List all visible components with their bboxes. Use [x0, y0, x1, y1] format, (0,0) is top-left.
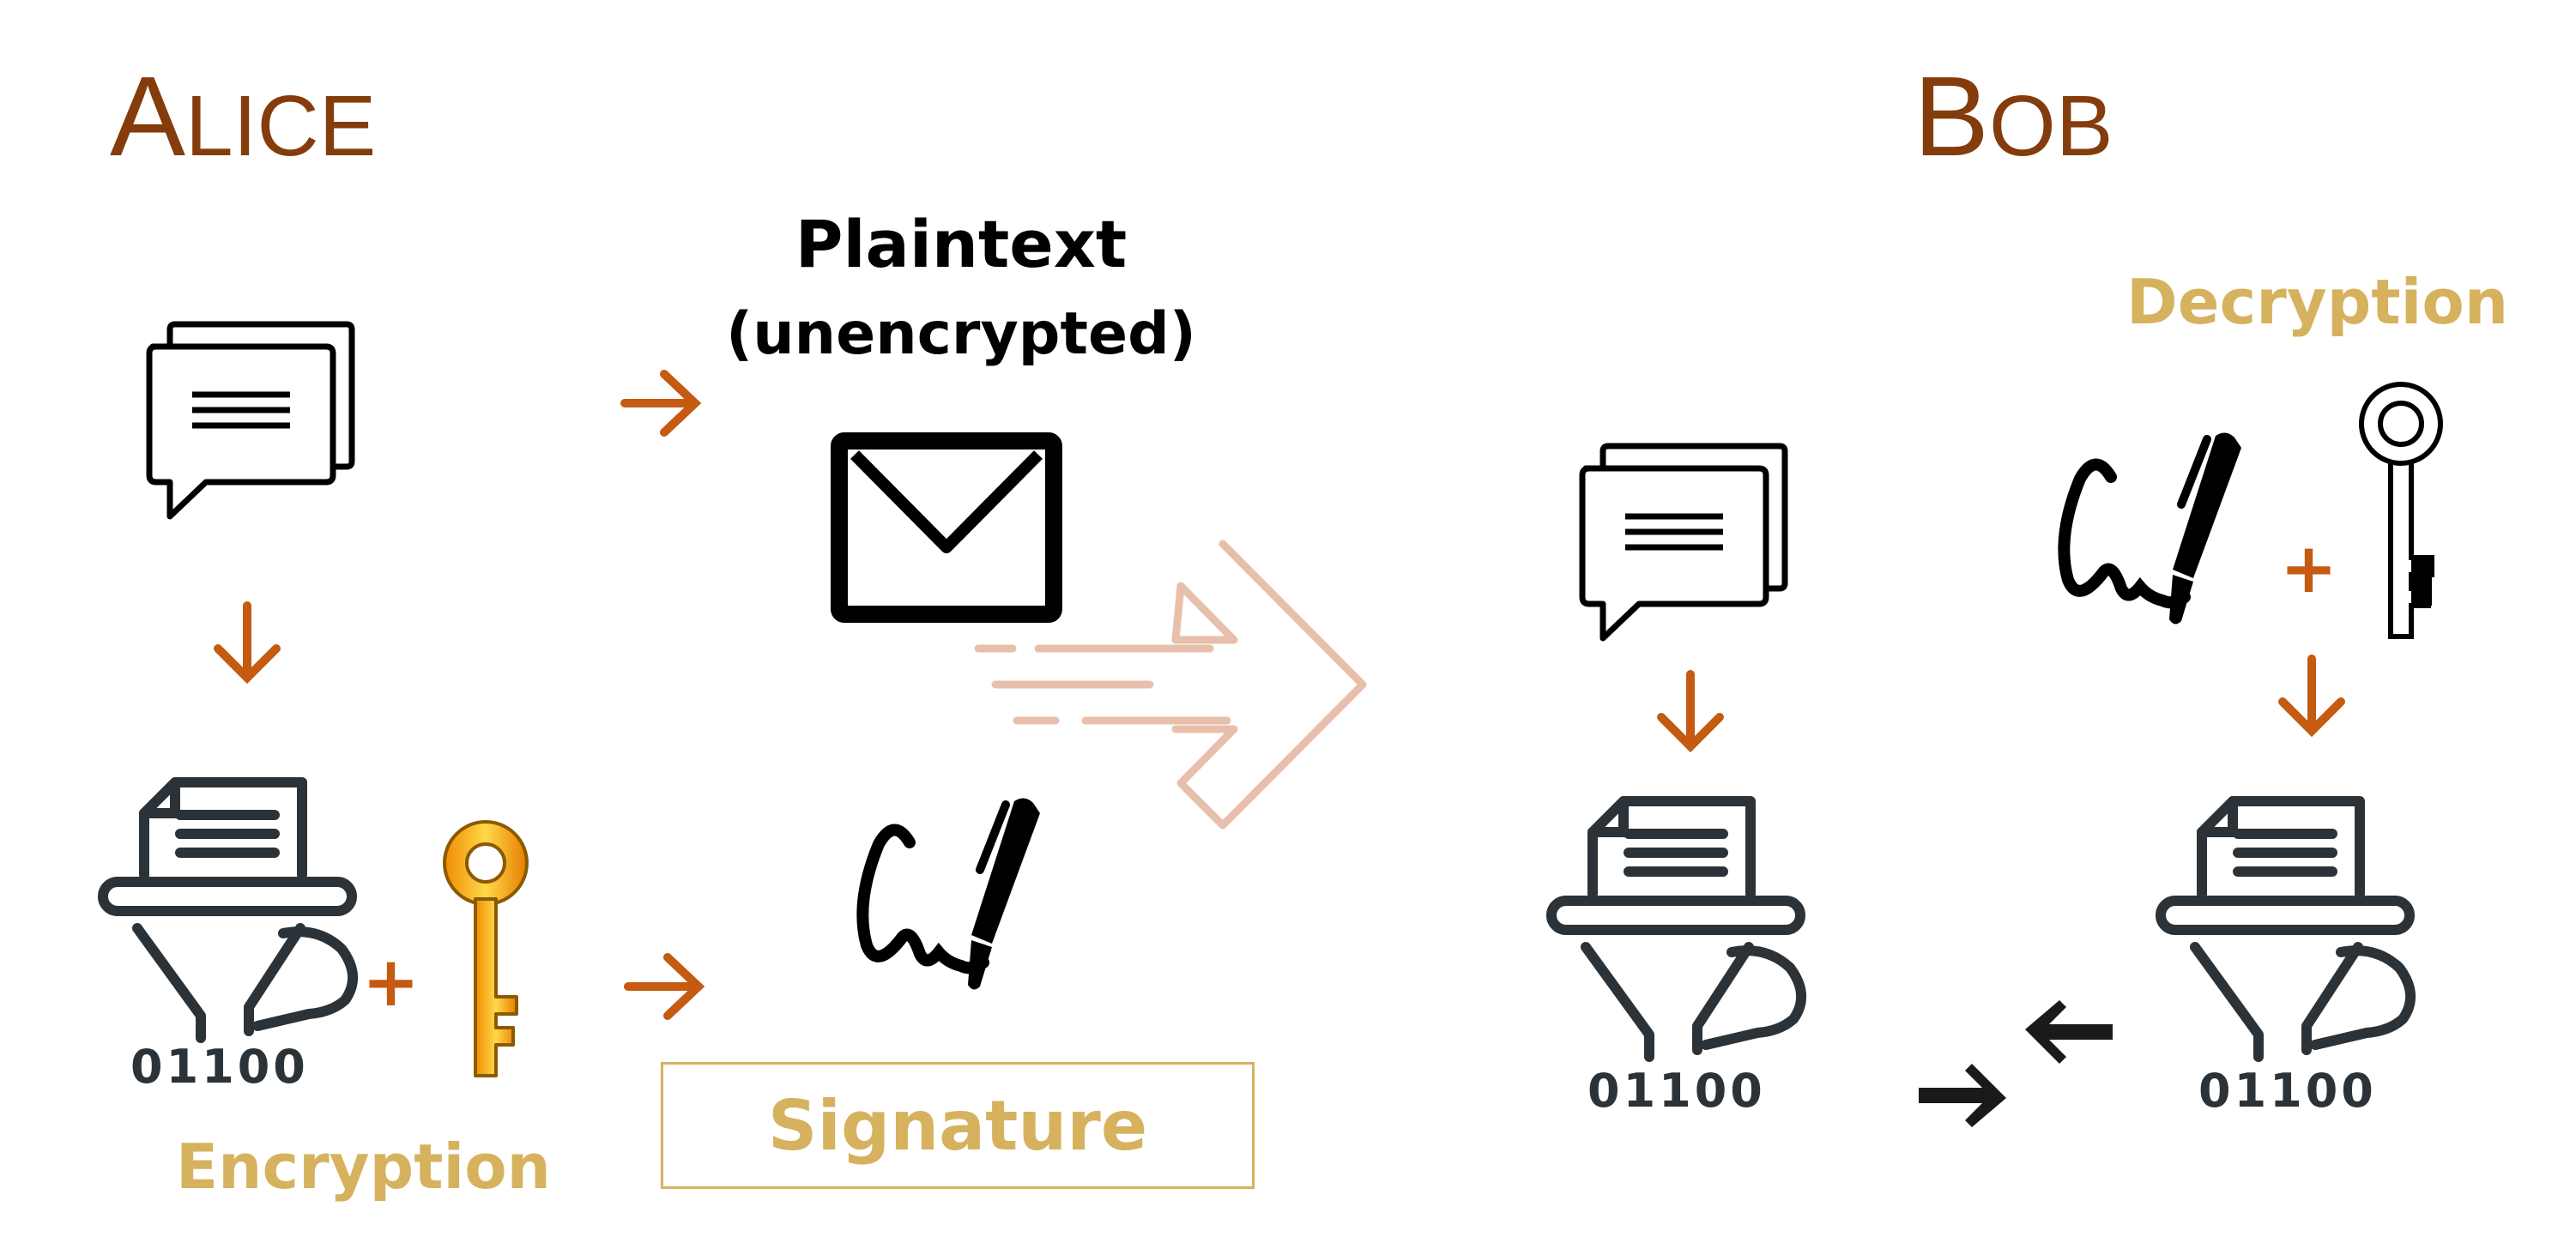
alice-heading: ALICE: [110, 53, 377, 179]
chat-message-icon: [146, 321, 355, 520]
arrow-right-icon: [624, 953, 705, 1020]
binary-label-bob-right: 01100: [2198, 1064, 2377, 1118]
bob-heading: BOB: [1914, 53, 2113, 179]
encryption-funnel-icon-bob-right: [2156, 796, 2416, 1062]
signature-pen-icon: [856, 798, 1040, 990]
arrow-down-icon: [214, 601, 281, 685]
binary-label-alice: 01100: [130, 1040, 309, 1094]
encryption-label: Encryption: [176, 1131, 551, 1203]
compare-arrows-icon: [1919, 1000, 2113, 1127]
signature-label: Signature: [767, 1085, 1148, 1166]
envelope-icon: [831, 432, 1062, 623]
encryption-funnel-icon: [98, 777, 359, 1043]
plus-sign-bob: +: [2280, 528, 2338, 608]
arrow-right-icon: [620, 370, 702, 437]
signature-pen-icon-bob: [2058, 432, 2241, 625]
signature-box: Signature: [661, 1062, 1255, 1189]
arrow-down-icon: [2278, 655, 2345, 738]
chat-message-icon-bob: [1579, 443, 1788, 642]
plaintext-subtitle: (unencrypted): [726, 300, 1196, 368]
gold-key-icon: [443, 820, 529, 1077]
arrow-down-icon: [1657, 670, 1724, 753]
decryption-label: Decryption: [2126, 266, 2509, 338]
plus-sign-alice: +: [362, 942, 420, 1022]
outline-key-icon: [2359, 382, 2443, 639]
binary-label-bob-left: 01100: [1587, 1064, 1766, 1118]
send-arrow-icon: [974, 540, 1367, 830]
encryption-funnel-icon-bob-left: [1546, 796, 1807, 1062]
plaintext-title: Plaintext: [795, 206, 1128, 282]
